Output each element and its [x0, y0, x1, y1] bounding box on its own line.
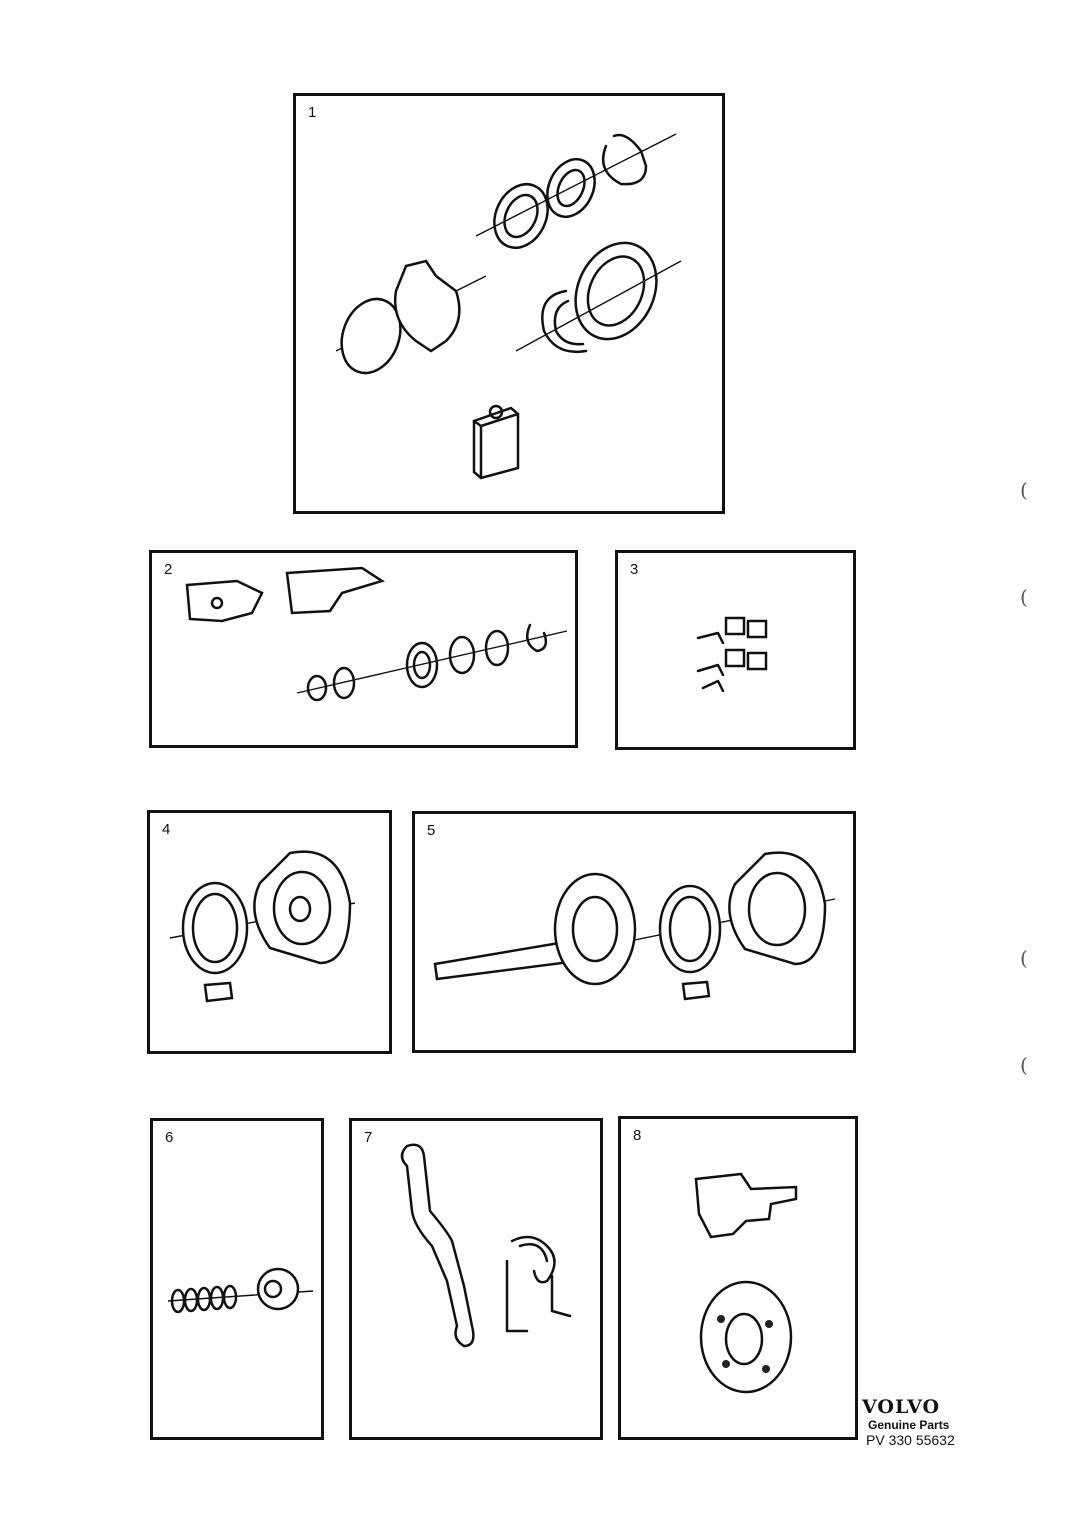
panel-5: 5 — [412, 811, 856, 1053]
part-code: PV 330 55632 — [866, 1432, 955, 1448]
margin-mark: ( — [1020, 585, 1028, 609]
panel-4: 4 — [147, 810, 392, 1054]
margin-mark: ( — [1020, 946, 1028, 970]
kit-1-illustration — [335, 133, 682, 480]
panel-number: 1 — [308, 104, 317, 121]
kit-3-illustration — [696, 616, 768, 693]
kit-4-illustration — [169, 850, 356, 1003]
kit-6-illustration — [167, 1267, 314, 1314]
panel-number: 5 — [427, 822, 436, 839]
panel-1: 1 — [293, 93, 725, 514]
panel-2: 2 — [149, 550, 578, 748]
volvo-logo: VOLVO — [862, 1396, 941, 1418]
panel-6: 6 — [150, 1118, 324, 1440]
kit-7-illustration — [400, 1143, 572, 1348]
kit-8-illustration — [694, 1172, 798, 1394]
panel-number: 7 — [364, 1129, 373, 1146]
panel-8: 8 — [618, 1116, 858, 1440]
brand-block: VOLVO Genuine Parts PV 330 55632 — [862, 1396, 955, 1448]
panel-number: 4 — [162, 821, 171, 838]
panel-number: 8 — [633, 1127, 642, 1144]
panel-7: 7 — [349, 1118, 603, 1440]
panel-number: 6 — [165, 1129, 174, 1146]
panel-number: 2 — [164, 561, 173, 578]
margin-mark: ( — [1020, 1053, 1028, 1077]
margin-mark: ( — [1020, 478, 1028, 502]
kit-5-illustration — [433, 851, 836, 1001]
panel-3: 3 — [615, 550, 856, 750]
panel-number: 3 — [630, 561, 639, 578]
kit-2-illustration — [185, 566, 568, 702]
brand-subtitle: Genuine Parts — [868, 1418, 950, 1432]
